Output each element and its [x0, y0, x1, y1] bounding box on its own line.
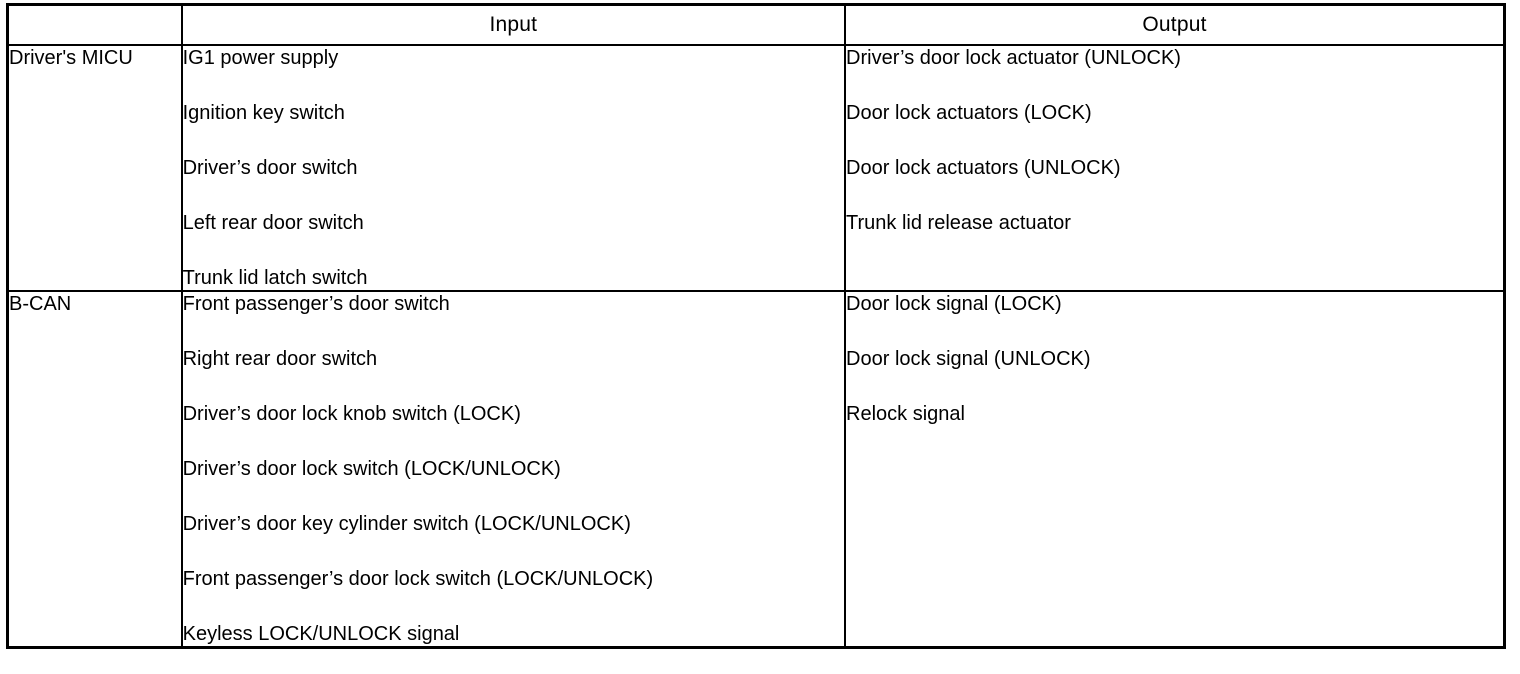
table-row-b-can: B-CAN Front passenger’s door switch Righ… [5, 290, 1507, 649]
list-item: Driver’s door lock knob switch (LOCK) [182, 403, 521, 425]
io-table-container: Input Output Driver's MICU IG1 power sup… [5, 3, 1507, 668]
column-header-output: Output [844, 3, 1506, 46]
list-item: Driver’s door switch [182, 157, 358, 179]
list-item: Driver’s door lock switch (LOCK/UNLOCK) [182, 458, 561, 480]
output-cell-b-can: Door lock signal (LOCK) Door lock signal… [844, 290, 1507, 649]
list-item: Door lock actuators (UNLOCK) [846, 157, 1121, 179]
list-item: Relock signal [846, 403, 965, 425]
header-corner-cell [6, 3, 183, 46]
column-header-input: Input [180, 3, 847, 46]
input-cell-b-can: Front passenger’s door switch Right rear… [180, 290, 847, 649]
list-item: Driver’s door key cylinder switch (LOCK/… [182, 513, 631, 535]
output-cell-driver-micu: Driver’s door lock actuator (UNLOCK) Doo… [844, 44, 1507, 292]
list-item: Front passenger’s door lock switch (LOCK… [182, 568, 654, 590]
header-row: Input Output [6, 3, 1506, 46]
list-item: IG1 power supply [182, 47, 339, 69]
list-item: Ignition key switch [182, 102, 345, 124]
list-item: Front passenger’s door switch [182, 293, 450, 315]
list-item: Right rear door switch [182, 348, 378, 370]
list-item: Door lock actuators (LOCK) [846, 102, 1092, 124]
list-item: Door lock signal (LOCK) [846, 293, 1062, 315]
list-item: Trunk lid latch switch [182, 267, 368, 289]
list-item: Driver’s door lock actuator (UNLOCK) [846, 47, 1181, 69]
section-label-b-can: B-CAN [5, 290, 183, 649]
list-item: Door lock signal (UNLOCK) [846, 348, 1091, 370]
section-label-driver-micu: Driver's MICU [5, 44, 183, 292]
list-item: Keyless LOCK/UNLOCK signal [182, 623, 460, 645]
input-output-table: Input Output Driver's MICU IG1 power sup… [5, 3, 1507, 649]
list-item: Trunk lid release actuator [846, 212, 1071, 234]
list-item: Left rear door switch [182, 212, 364, 234]
table-row-driver-micu: Driver's MICU IG1 power supply Ignition … [5, 44, 1507, 292]
table-body: Driver's MICU IG1 power supply Ignition … [5, 44, 1507, 649]
input-cell-driver-micu: IG1 power supply Ignition key switch Dri… [180, 44, 847, 292]
table-header: Input Output [6, 3, 1506, 46]
